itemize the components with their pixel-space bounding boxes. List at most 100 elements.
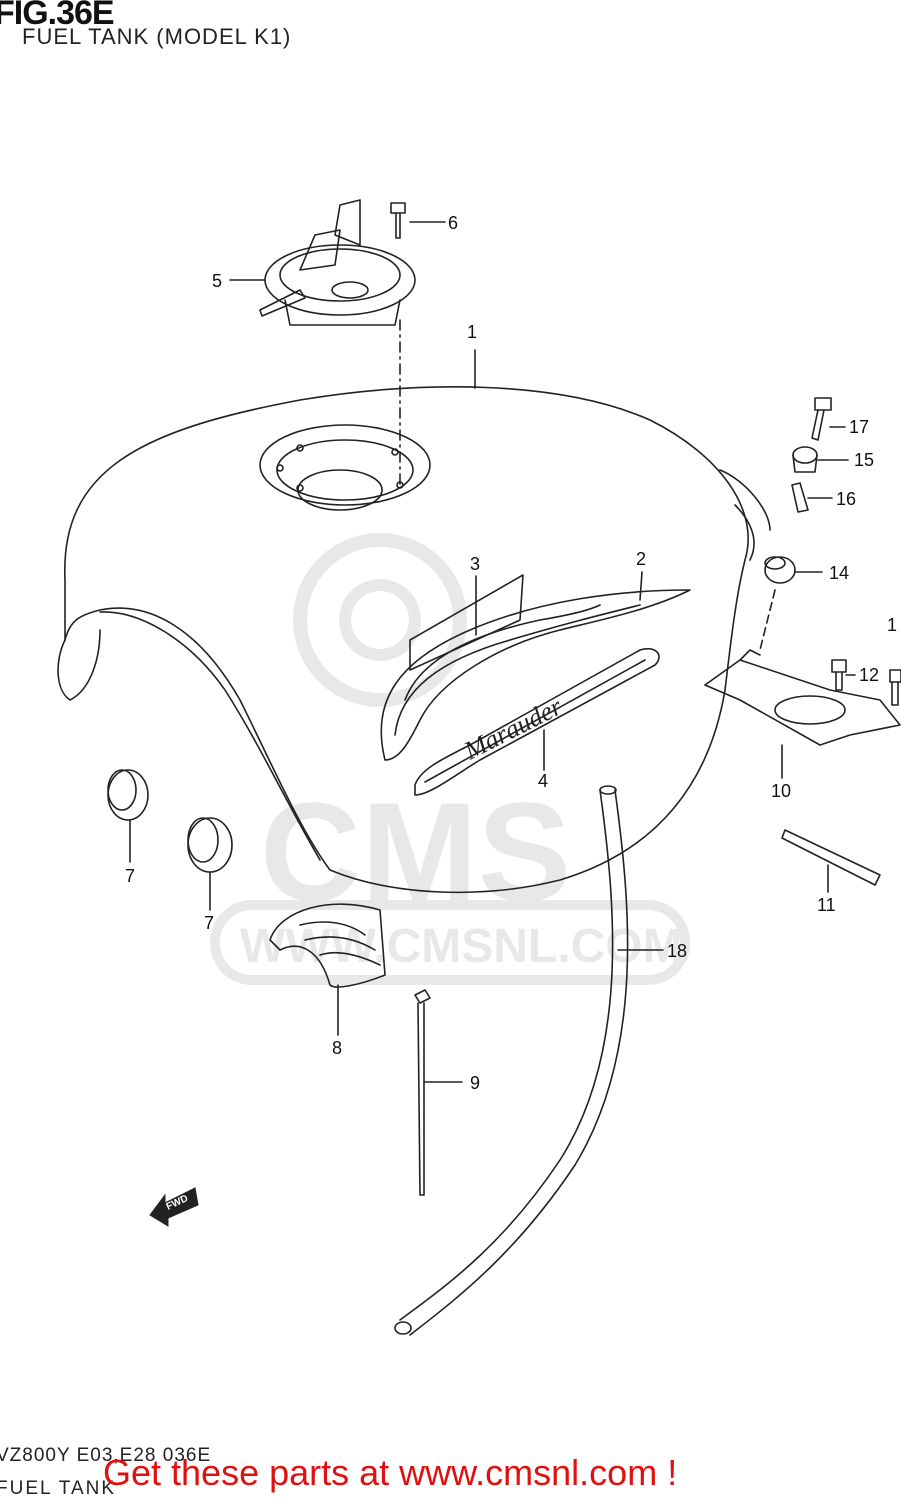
grommet-top [792,446,818,464]
cushion-body [269,903,386,988]
forward-direction-arrow: FWD [149,1187,199,1227]
callout-2: 2 [636,549,646,569]
hose-end [394,1321,412,1335]
callout-3: 3 [470,554,480,574]
bracket-hole [774,695,846,725]
bolt-shank [891,681,899,706]
fuel-cap-assembly [259,199,416,326]
grommet-body [792,454,818,473]
leader-line [639,571,643,601]
cushion-body [764,556,796,584]
callout-9: 9 [470,1073,480,1093]
cms-watermark: CMS WWW.CMSNL.COM [210,533,690,985]
callout-1: 1 [467,322,477,342]
callout-12: 12 [859,665,879,685]
flame-stripe-inner [404,604,601,701]
clamp-strap [417,1002,425,1196]
flame-decal [380,589,691,761]
bracket-bolt [889,669,901,706]
fuel-cap-key-head [299,229,341,271]
side-decal-outline [409,574,524,671]
fuel-cap-base [284,299,401,326]
cap-body [107,769,149,821]
hose-clamp [414,989,431,1196]
callout-15: 15 [854,450,874,470]
hose-end [599,785,617,795]
fuel-cap-lock [331,281,369,299]
tank-rear-flange [734,504,755,561]
cap-body [187,817,233,873]
cushion-rib [304,936,376,951]
rubber-cap [107,769,149,821]
callout-10: 10 [771,781,791,801]
callout-11: 11 [817,895,836,915]
collar-body [791,482,809,513]
fuel-tank-body [57,386,771,894]
flame-stripe-outer [380,589,691,761]
bracket-bolt [831,659,847,691]
watermark-circle [293,533,467,707]
bracket-tab [739,649,761,661]
tank-rear-lip [719,469,771,531]
tank-tunnel-line [99,611,321,861]
cap-face [107,769,137,811]
filler-recess-outer [259,424,431,506]
callout-8: 8 [332,1038,342,1058]
screw-shank [395,212,401,239]
bolt-shank [835,671,843,691]
callout-17: 17 [849,417,869,437]
model-code: VZ800Y E03,E28 036E [0,1445,212,1466]
tank-front-edge [57,629,101,701]
side-decal [409,574,524,671]
hose-body-right [409,789,629,1336]
tank-cushion [269,903,386,988]
leader-lines [129,221,856,1083]
rubber-cap [187,817,233,873]
fuel-hose [394,785,629,1336]
arrow-shape [149,1187,199,1227]
collar [791,482,809,513]
callout-7: 7 [125,866,135,886]
callout-14: 14 [829,563,849,583]
cap-face [187,817,219,863]
parts-link[interactable]: Get these parts at www.cmsnl.com ! [103,1452,678,1493]
emblem-plate [414,647,660,796]
screw-head [390,202,406,214]
callout-5: 5 [212,271,222,291]
hose-body-left [399,789,614,1321]
mount-axis-line [759,589,776,651]
cap-screw [390,202,406,239]
bolt-head [889,669,901,683]
flame-stripe-inner [394,604,641,736]
section-name: FUEL TANK [0,1478,117,1499]
bolt-shank [811,409,825,441]
figure-subtitle: FUEL TANK (MODEL K1) [22,24,292,49]
callout-6: 6 [448,213,458,233]
tank-outline [64,386,749,894]
emblem-text: Marauder [459,691,568,766]
callout-13: 1 [887,615,897,635]
callout-16: 16 [836,489,856,509]
watermark-inner-circle [339,579,421,661]
tank-mount-bolt [811,397,832,441]
watermark-url: WWW.CMSNL.COM [240,920,683,973]
callout-7: 7 [204,913,214,933]
fuel-cap-inner [279,248,401,302]
clamp-head [414,989,431,1004]
fuel-cap-key [334,199,361,246]
strip-body [781,829,881,886]
emblem-inner-line [424,659,646,783]
filler-bolt-hole [296,444,304,452]
bracket-plate [704,659,901,746]
fuel-cap-key-blade [259,289,306,317]
figure-title: FIG.36E [0,0,115,32]
cushion-hole [764,556,786,570]
filler-bolt-hole [391,448,399,456]
filler-bolt-hole [276,464,284,472]
tank-bracket [704,649,901,746]
bolt-head [814,397,832,411]
callout-18: 18 [667,941,687,961]
cushion-rib [299,921,366,936]
callout-labels: 1 2 3 4 5 6 7 7 8 9 10 11 12 1 14 15 16 … [125,213,897,1093]
